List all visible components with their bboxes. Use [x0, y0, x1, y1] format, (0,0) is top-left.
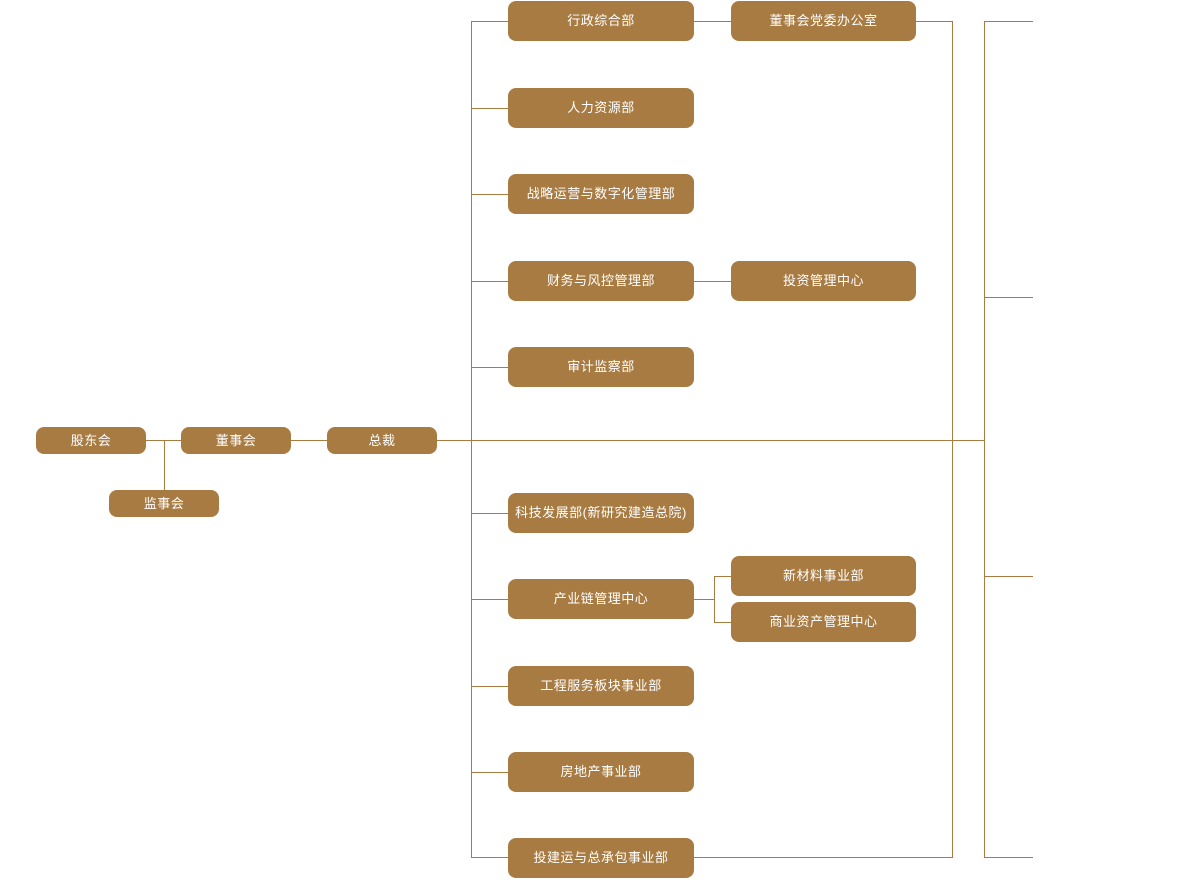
node-department-industry-chain[interactable]: 产业链管理中心	[508, 579, 694, 619]
connector-party-office-to-inner-rail	[916, 21, 952, 22]
connector-stub-dept-5	[471, 367, 509, 368]
rail-outer-tick-bottom	[984, 857, 1033, 858]
rail-outer-tick-investment	[984, 297, 1033, 298]
node-department-strategy-digital[interactable]: 战略运营与数字化管理部	[508, 174, 694, 214]
connector-industry-chain-stub	[694, 599, 714, 600]
connector-supervisors-vertical	[164, 440, 165, 504]
node-shareholders-meeting[interactable]: 股东会	[36, 427, 146, 454]
rail-outer-tick-new-materials	[984, 576, 1033, 577]
connector-stub-dept-10	[471, 857, 509, 858]
node-department-real-estate[interactable]: 房地产事业部	[508, 752, 694, 792]
node-commercial-asset-management-center[interactable]: 商业资产管理中心	[731, 602, 916, 642]
connector-admin-to-party-office	[694, 21, 731, 22]
node-president[interactable]: 总裁	[327, 427, 437, 454]
connector-stub-dept-9	[471, 772, 509, 773]
connector-president-to-trunk	[437, 440, 984, 441]
node-department-finance-risk[interactable]: 财务与风控管理部	[508, 261, 694, 301]
connector-shareholders-to-board	[146, 440, 181, 441]
connector-bus-to-commercial-assets	[714, 622, 731, 623]
connector-bus-to-new-materials	[714, 576, 731, 577]
node-department-engineering-services[interactable]: 工程服务板块事业部	[508, 666, 694, 706]
connector-stub-dept-1	[471, 21, 509, 22]
connector-inner-rail-to-epc	[694, 857, 952, 858]
rail-inner-vertical	[952, 21, 953, 858]
connector-stub-dept-3	[471, 194, 509, 195]
connector-main-trunk	[471, 21, 472, 858]
connector-stub-dept-6	[471, 513, 509, 514]
node-board-party-committee-office[interactable]: 董事会党委办公室	[731, 1, 916, 41]
node-board-of-directors[interactable]: 董事会	[181, 427, 291, 454]
rail-outer-vertical	[984, 21, 985, 858]
node-board-of-supervisors[interactable]: 监事会	[109, 490, 219, 517]
node-department-human-resources[interactable]: 人力资源部	[508, 88, 694, 128]
node-investment-management-center[interactable]: 投资管理中心	[731, 261, 916, 301]
connector-finance-to-investment-center	[694, 281, 731, 282]
connector-stub-dept-4	[471, 281, 509, 282]
connector-industry-chain-bus	[714, 576, 715, 622]
node-department-investment-construction-epc[interactable]: 投建运与总承包事业部	[508, 838, 694, 878]
connector-stub-dept-8	[471, 686, 509, 687]
node-department-administration[interactable]: 行政综合部	[508, 1, 694, 41]
connector-stub-dept-7	[471, 599, 509, 600]
node-department-audit-supervision[interactable]: 审计监察部	[508, 347, 694, 387]
rail-outer-tick-top	[984, 21, 1033, 22]
node-department-technology-development[interactable]: 科技发展部(新研究建造总院)	[508, 493, 694, 533]
connector-board-to-president	[291, 440, 327, 441]
node-new-materials-division[interactable]: 新材料事业部	[731, 556, 916, 596]
connector-stub-dept-2	[471, 108, 509, 109]
